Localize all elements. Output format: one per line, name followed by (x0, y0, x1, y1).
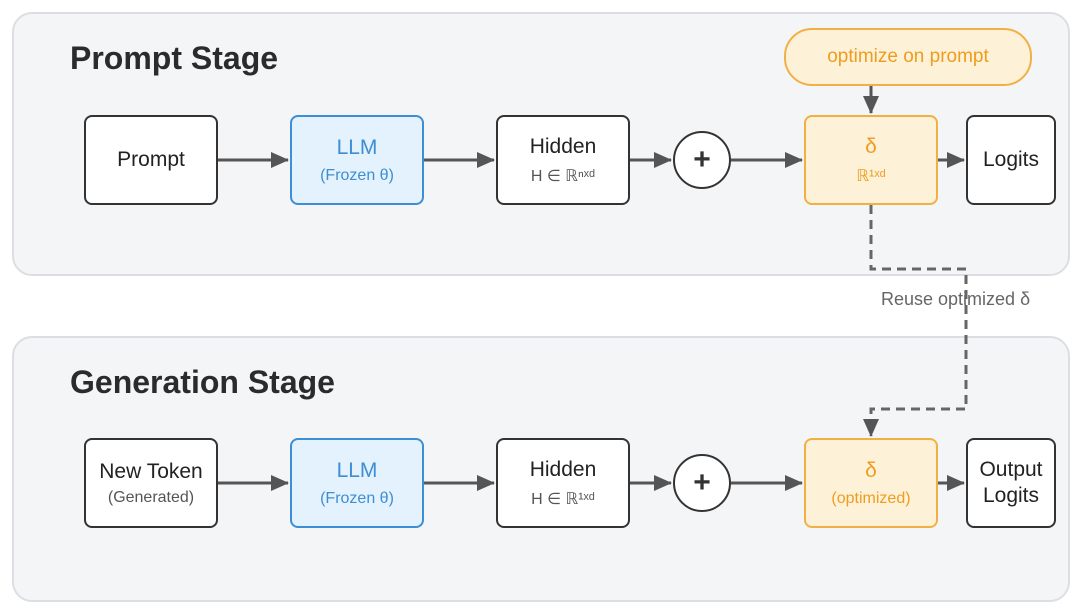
prompt-logits-node: Logits (966, 115, 1056, 205)
prompt-hidden-label: Hidden (529, 134, 597, 158)
prompt-hidden-sub: H ∈ ℝⁿˣᵈ (530, 168, 596, 186)
new-token-sub: (Generated) (107, 489, 195, 507)
generation-delta-sub: (optimized) (831, 490, 911, 508)
prompt-logits-label: Logits (982, 147, 1040, 171)
generation-hidden-node: Hidden H ∈ ℝ¹ˣᵈ (496, 438, 630, 528)
prompt-llm-node: LLM (Frozen θ) (290, 115, 424, 205)
generation-delta-label: δ (865, 458, 877, 482)
prompt-hidden-node: Hidden H ∈ ℝⁿˣᵈ (496, 115, 630, 205)
generation-llm-sub: (Frozen θ) (320, 490, 394, 508)
new-token-node: New Token (Generated) (84, 438, 218, 528)
prompt-plus-node: + (673, 131, 731, 189)
reuse-optimized-delta-label: Reuse optimized δ (881, 289, 1031, 309)
output-logits-label: Output Logits (979, 457, 1043, 507)
prompt-node-label: Prompt (117, 147, 185, 171)
output-logits-node: Output Logits (966, 438, 1056, 528)
prompt-llm-label: LLM (336, 135, 378, 159)
generation-stage-title: Generation Stage (70, 364, 335, 400)
prompt-node: Prompt (84, 115, 218, 205)
generation-plus-node: + (673, 454, 731, 512)
prompt-delta-node: δ ℝ¹ˣᵈ (804, 115, 938, 205)
generation-hidden-label: Hidden (529, 457, 597, 481)
prompt-delta-sub: ℝ¹ˣᵈ (856, 168, 886, 186)
generation-llm-node: LLM (Frozen θ) (290, 438, 424, 528)
generation-delta-node: δ (optimized) (804, 438, 938, 528)
new-token-label: New Token (99, 459, 203, 483)
prompt-llm-sub: (Frozen θ) (320, 167, 394, 185)
generation-llm-label: LLM (336, 458, 378, 482)
prompt-delta-label: δ (865, 134, 877, 158)
optimize-on-prompt-pill: optimize on prompt (784, 28, 1032, 86)
generation-hidden-sub: H ∈ ℝ¹ˣᵈ (531, 491, 595, 509)
prompt-stage-title: Prompt Stage (70, 40, 279, 76)
